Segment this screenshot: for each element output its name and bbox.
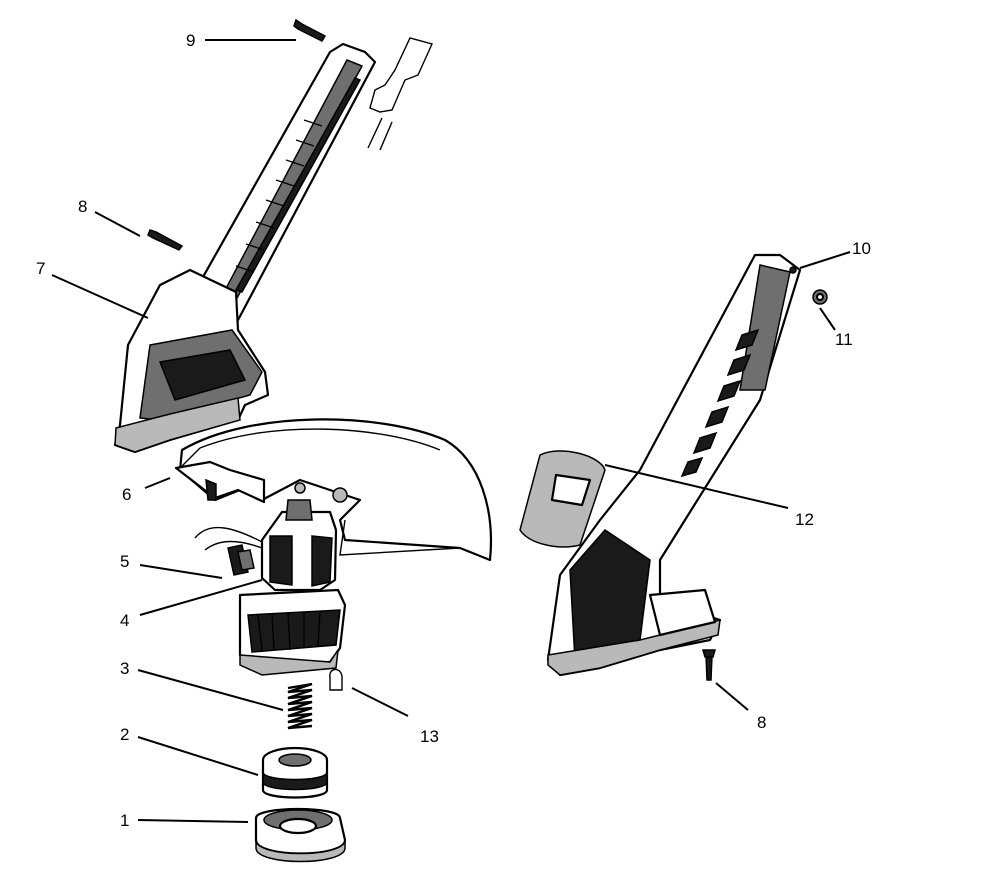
screw-part-9 bbox=[293, 18, 327, 42]
callout-6: 6 bbox=[122, 485, 131, 504]
callout-7: 7 bbox=[36, 259, 45, 278]
callout-13: 13 bbox=[420, 727, 439, 746]
right-housing-assembly bbox=[519, 253, 802, 677]
spool-cap-part-1 bbox=[254, 807, 347, 863]
callout-8-right: 8 bbox=[757, 713, 766, 732]
guard-part-6 bbox=[174, 418, 492, 562]
screw-part-8-left bbox=[147, 229, 184, 251]
callout-8-left: 8 bbox=[78, 197, 87, 216]
bolt-part-10 bbox=[789, 266, 797, 274]
screw-part-8-right bbox=[702, 649, 716, 681]
callout-labels: 9 8 7 6 5 4 3 2 1 13 10 11 12 8 bbox=[36, 31, 871, 830]
clip-part-13 bbox=[329, 668, 343, 691]
left-housing-part-7 bbox=[113, 37, 433, 454]
fan-housing bbox=[238, 588, 347, 676]
callout-11: 11 bbox=[835, 330, 853, 349]
callout-3: 3 bbox=[120, 659, 129, 678]
callout-12: 12 bbox=[795, 510, 814, 529]
callout-9: 9 bbox=[186, 31, 195, 50]
callout-2: 2 bbox=[120, 725, 129, 744]
callout-1: 1 bbox=[120, 811, 129, 830]
spring-part-3 bbox=[287, 682, 313, 730]
callout-10: 10 bbox=[852, 239, 871, 258]
motor-part-4 bbox=[194, 499, 338, 592]
callout-5: 5 bbox=[120, 552, 129, 571]
leader-lines bbox=[51, 39, 851, 823]
callout-4: 4 bbox=[120, 611, 129, 630]
spool-part-2 bbox=[261, 746, 329, 799]
nut-part-11 bbox=[812, 289, 828, 305]
connector-part-5 bbox=[227, 544, 255, 576]
